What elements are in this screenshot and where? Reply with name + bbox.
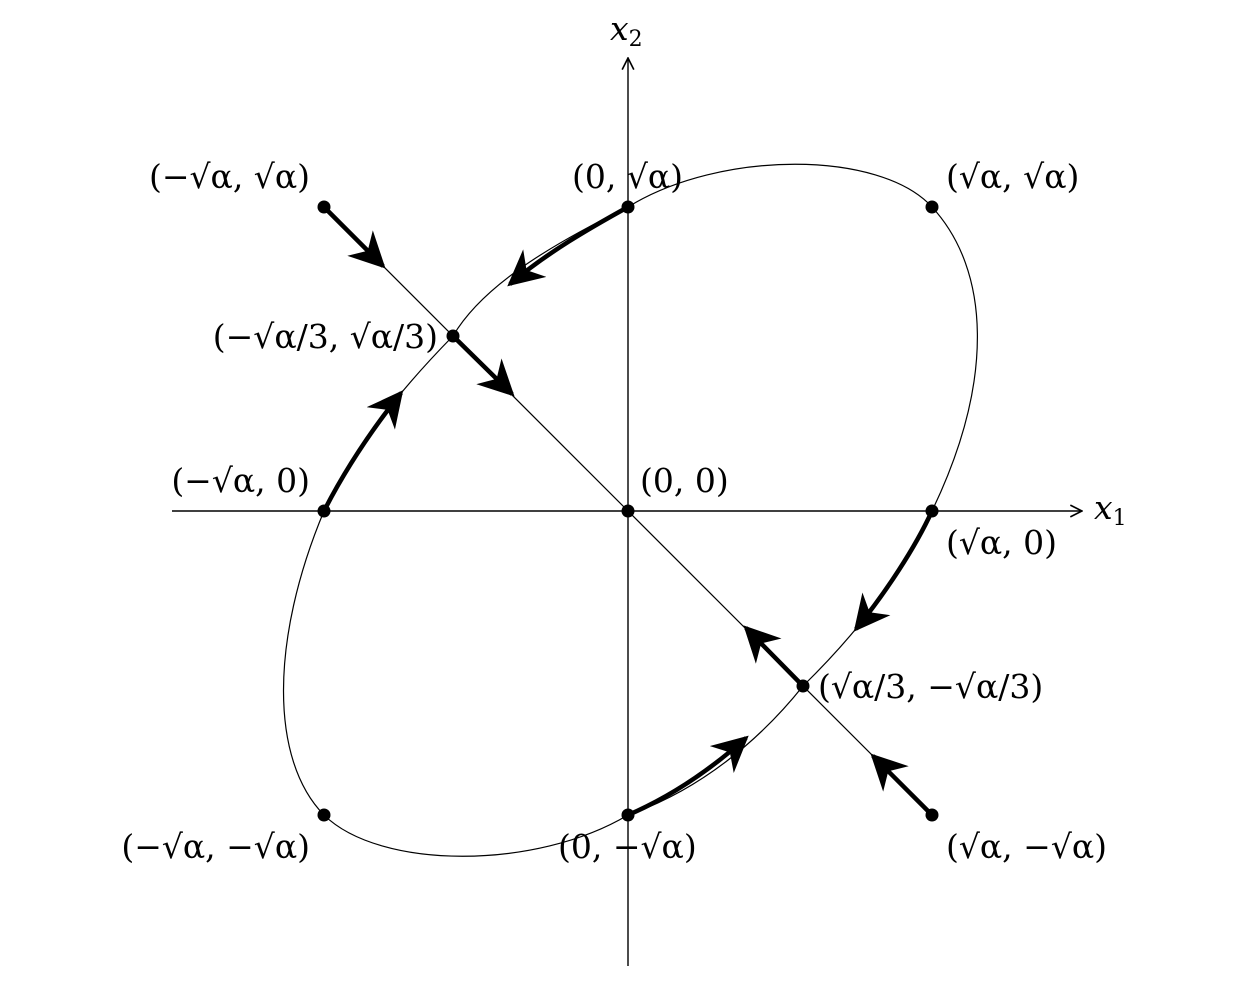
point-pos-a-zero [925, 504, 939, 518]
label-neg-a-neg-a: (−√α, −√α) [121, 827, 310, 866]
label-pos-a3-neg-a3: (√α/3, −√α/3) [818, 667, 1043, 706]
point-neg-a-zero [317, 504, 331, 518]
x2-axis-label: x2 [610, 9, 643, 52]
point-zero-neg-a [621, 808, 635, 822]
label-zero-neg-a: (0, −√α) [558, 827, 697, 866]
label-neg-a-pos-a: (−√α, √α) [149, 157, 310, 196]
label-pos-a-neg-a: (√α, −√α) [946, 827, 1107, 866]
label-origin: (0, 0) [640, 461, 729, 500]
flow-arrow-bottom-curve [627, 735, 749, 818]
point-neg-a-neg-a [317, 808, 331, 822]
points-group [317, 200, 939, 822]
flow-arrow-left-curve [321, 390, 404, 513]
point-pos-a3-neg-a3 [796, 679, 810, 693]
point-zero-pos-a [621, 200, 635, 214]
point-origin [621, 504, 635, 518]
point-pos-a-pos-a [925, 200, 939, 214]
label-pos-a-zero: (√α, 0) [946, 523, 1057, 562]
flow-arrow-right-curve [853, 510, 935, 632]
flow-arrow-saddle-out-up [743, 625, 805, 688]
label-neg-a3-pos-a3: (−√α/3, √α/3) [213, 317, 438, 356]
flow-arrow-bottom-right-in [870, 753, 934, 817]
label-pos-a-pos-a: (√α, √α) [946, 157, 1079, 196]
flow-arrow-top-curve [507, 205, 630, 287]
label-zero-pos-a: (0, √α) [572, 157, 683, 196]
point-pos-a-neg-a [925, 808, 939, 822]
flow-arrow-top-left-in [322, 205, 386, 269]
label-neg-a-zero: (−√α, 0) [171, 461, 310, 500]
point-neg-a-pos-a [317, 200, 331, 214]
point-neg-a3-pos-a3 [446, 329, 460, 343]
flow-arrow-saddle-out-down [451, 334, 515, 397]
x1-axis-label: x1 [1094, 488, 1127, 531]
